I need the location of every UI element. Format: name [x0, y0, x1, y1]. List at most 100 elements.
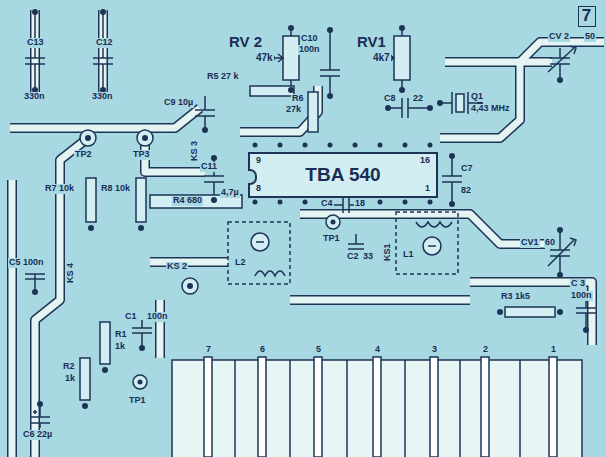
figure-number: 7 [582, 7, 591, 26]
connector-pin [258, 357, 266, 457]
capacitor-symbol [93, 12, 113, 90]
resistor-label: RV1 [356, 34, 387, 51]
trimmer-capacitor [548, 46, 576, 80]
resistor-symbol [505, 307, 555, 317]
resistor-label: R5 27 k [206, 72, 240, 82]
test-point [80, 130, 96, 146]
test-point-label: TP1 [322, 234, 341, 244]
test-point [133, 375, 147, 389]
potentiometer-symbol [283, 36, 299, 80]
component-value: 330n [91, 92, 114, 102]
test-point [137, 130, 153, 146]
ic-notch [248, 169, 257, 185]
component-value: 100n [298, 45, 321, 55]
test-point [182, 278, 198, 294]
coil-can [396, 212, 458, 274]
component-value: 1k [114, 342, 126, 352]
connector-pin [481, 357, 489, 457]
connector-pin [204, 357, 212, 457]
electrolytic-capacitor [30, 404, 50, 428]
pin-number: 9 [256, 156, 261, 166]
component-value: 22 [412, 94, 424, 104]
resistor-label: R3 1k5 [500, 292, 531, 302]
resistor-label: R4 680 [172, 196, 203, 206]
coil-winding [416, 222, 452, 246]
figure-number-box: 7 [578, 6, 596, 27]
component-value: 1k [64, 374, 76, 384]
capacitor-symbol [348, 234, 364, 249]
capacitor-label: C5 100n [8, 258, 45, 268]
solder-point-label: KS 2 [166, 262, 188, 272]
pin-number: 4 [374, 345, 381, 355]
test-point-label: TP3 [132, 150, 151, 160]
test-point [326, 215, 340, 229]
resistor-symbol [308, 92, 318, 132]
resistor-symbol [100, 322, 110, 364]
pin-number: 6 [259, 345, 266, 355]
capacitor-label: C7 [460, 164, 474, 174]
pin-number: 7 [205, 345, 212, 355]
capacitor-label: C2 [346, 252, 360, 262]
component-value: 4k7 [372, 52, 391, 63]
capacitor-symbol [320, 30, 340, 96]
capacitor-label: C10 [300, 34, 319, 44]
capacitor-label: C11 [200, 162, 218, 172]
resistor-symbol [136, 178, 146, 222]
solder-point-label: KS 4 [66, 262, 76, 284]
coil-winding [255, 242, 285, 276]
pin-number: 5 [315, 345, 322, 355]
electrolytic-capacitor [195, 96, 215, 130]
capacitor-label: CV1 [520, 238, 540, 248]
resistor-label: R2 [62, 362, 76, 372]
connector-pin [314, 357, 322, 457]
coil-label: L2 [234, 258, 247, 268]
resistor-label: RV 2 [228, 34, 263, 51]
component-value: 82 [460, 186, 472, 196]
capacitor-label: C 3 [570, 279, 586, 289]
resistor-label: R1 [114, 330, 128, 340]
solder-pads [32, 9, 589, 409]
solder-point-label: KS1 [383, 242, 393, 262]
resistor-symbol [80, 358, 90, 400]
capacitor-symbol [442, 156, 462, 204]
capacitor-label: C6 22µ [22, 430, 53, 440]
pin-number: 2 [482, 345, 489, 355]
crystal-symbol [456, 94, 464, 112]
resistor-label: R8 10k [100, 184, 131, 194]
component-value: 4,43 MHz [470, 104, 511, 114]
solder-point-label: KS 3 [190, 140, 200, 162]
capacitor-symbol [576, 300, 596, 330]
component-value: 18 [354, 199, 366, 209]
pin-number: 3 [431, 345, 438, 355]
capacitor-symbol [132, 320, 152, 348]
resistor-label: R6 [291, 94, 305, 104]
coil-can [228, 222, 290, 284]
trimmer-capacitor [548, 230, 576, 275]
component-value: 33 [362, 252, 374, 262]
capacitor-label: C12 [95, 38, 114, 48]
connector-pin [373, 357, 381, 457]
ic-type: TBA 540 [305, 165, 380, 186]
potentiometer-wiper [272, 28, 291, 90]
resistor-symbol [250, 86, 294, 96]
pin-number: 1 [425, 184, 430, 194]
component-value: 60 [544, 238, 556, 248]
component-value: 47k [255, 52, 274, 63]
component-value: 50 [584, 32, 596, 42]
potentiometer-symbol [394, 36, 410, 80]
capacitor-label: C4 [320, 199, 334, 209]
component-symbols [25, 12, 596, 457]
test-point-label: TP1 [128, 396, 147, 406]
crystal-label: Q1 [470, 92, 484, 102]
component-value: 100n [146, 312, 169, 322]
pin-number: 16 [420, 156, 430, 166]
capacitor-label: C9 10µ [163, 98, 194, 108]
capacitor-label: CV 2 [548, 32, 570, 42]
capacitor-label: C8 [383, 94, 397, 104]
component-value: 4,7µ [220, 188, 240, 198]
ic-package: TBA 54091681 [248, 152, 438, 198]
coil-label: L1 [402, 250, 415, 260]
component-value: 100n [570, 291, 593, 301]
